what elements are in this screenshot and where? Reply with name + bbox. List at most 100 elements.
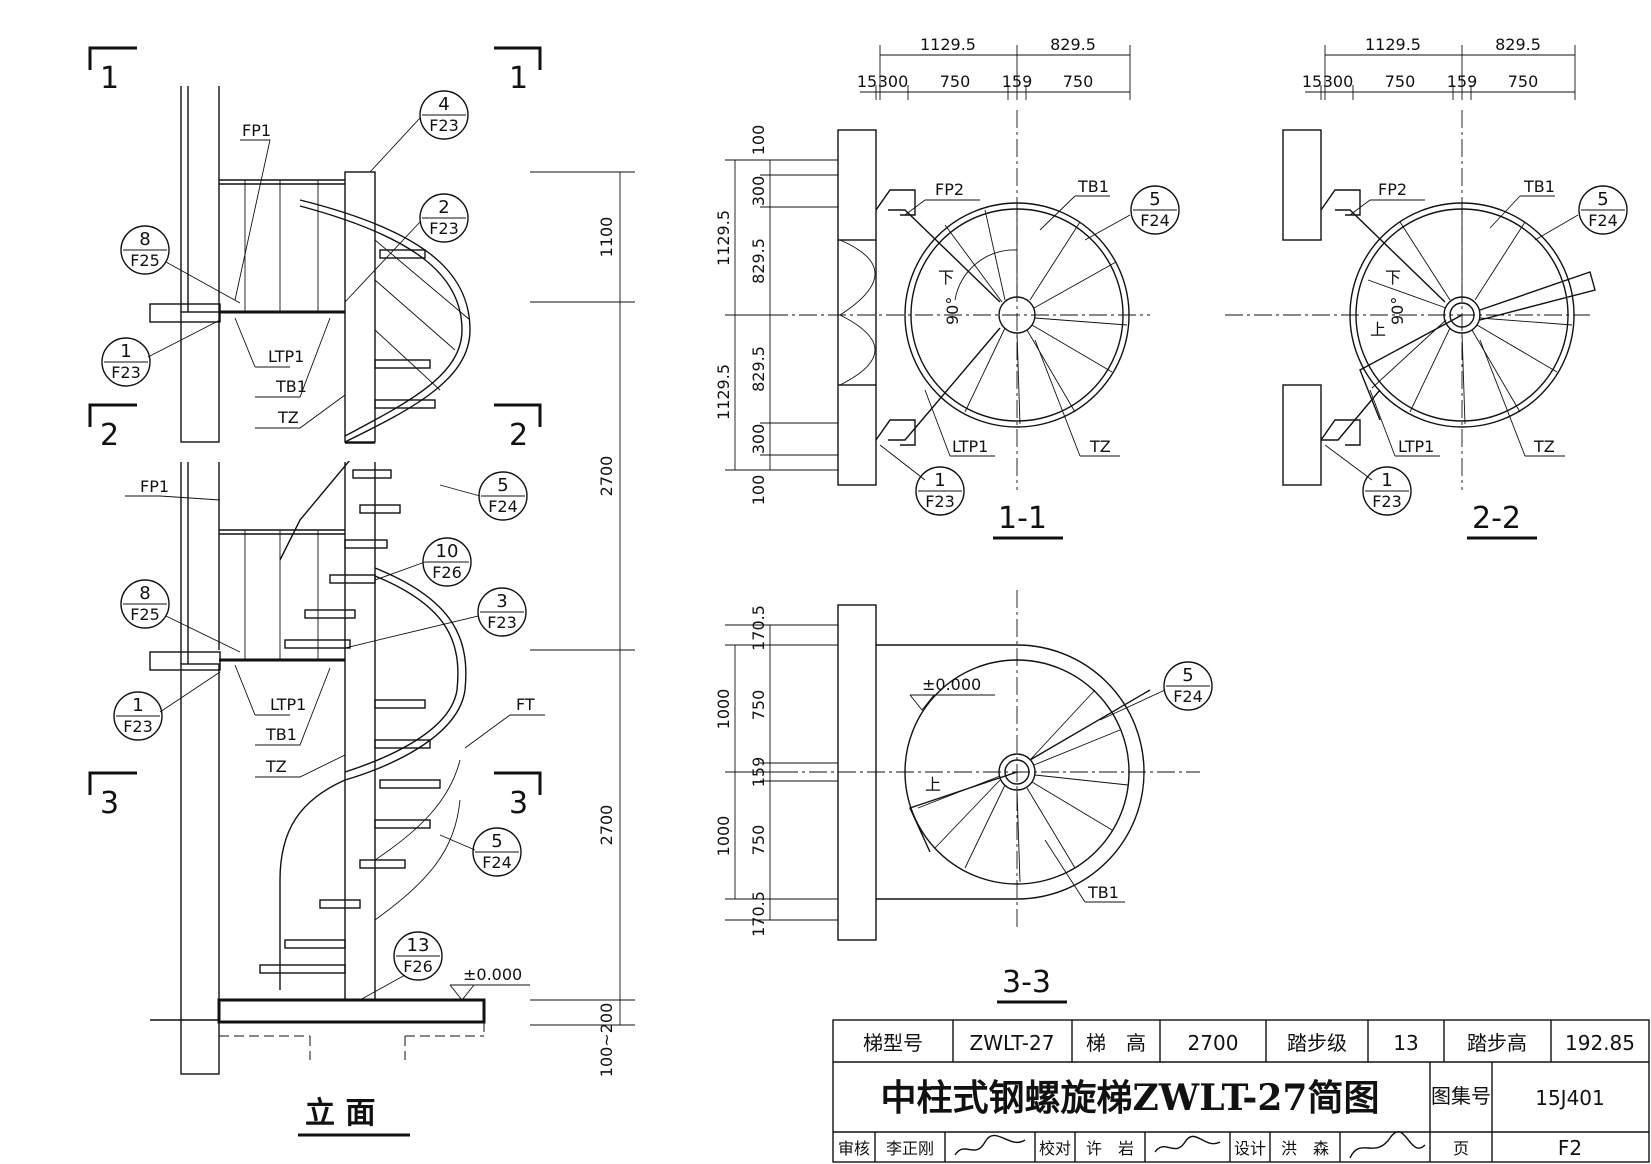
detail-5-number-upper: 5 <box>497 475 508 496</box>
detail-1-page-lower: F23 <box>123 717 153 736</box>
tb-riser-value: 192.85 <box>1565 1031 1635 1055</box>
detail-5-callout-lower: 5 F24 <box>439 827 522 877</box>
detail-4-page: F23 <box>429 116 459 135</box>
central-column-upper <box>344 171 376 443</box>
section-cut-2: 2 2 <box>88 403 542 453</box>
plan-2-2: FP2 TB1 LTP1 TZ 下 上 90° 5 F24 1 F23 <box>1225 35 1628 540</box>
detail-3-page: F23 <box>487 613 517 632</box>
detail-13-callout: 13 F26 <box>359 931 443 1001</box>
p22-dim-15: 15 <box>1302 72 1322 91</box>
detail-1-callout-p22: 1 F23 <box>1324 444 1412 516</box>
p11-label-tb1: TB1 <box>1077 177 1109 196</box>
elev-ground: ±0.000 <box>463 965 522 984</box>
p22-dim-1129: 1129.5 <box>1365 35 1421 54</box>
label-tz-lower: TZ <box>265 757 287 776</box>
label-tz-upper: TZ <box>277 408 299 427</box>
dim-2700-lower: 2700 <box>597 805 616 846</box>
p22-label-up: 上 <box>1370 320 1386 339</box>
p11-side-300a: 300 <box>749 176 768 207</box>
p11-detail-1-page: F23 <box>925 492 955 511</box>
p22-label-fp2: FP2 <box>1378 180 1407 199</box>
tb-height-value: 2700 <box>1188 1031 1239 1055</box>
p11-dim-1129: 1129.5 <box>920 35 976 54</box>
plan-3-3: 上 TB1 ±0.000 5 F24 170.5 750 1000 159 75… <box>714 590 1213 1004</box>
tb-review-signature <box>954 1134 1026 1156</box>
detail-5-number-lower: 5 <box>491 831 502 852</box>
detail-1-page-upper: F23 <box>111 363 141 382</box>
p33-dim-170b: 170.5 <box>749 891 768 937</box>
tb-atlas-value: 15J401 <box>1535 1086 1605 1110</box>
p11-label-down: 下 <box>938 268 954 287</box>
tb-type-value: ZWLT-27 <box>970 1031 1055 1055</box>
wall-upper <box>180 311 220 443</box>
detail-8-number-lower: 8 <box>139 583 150 604</box>
p33-label-up: 上 <box>925 775 941 794</box>
detail-1-number-lower: 1 <box>132 695 143 716</box>
floor-slab-upper <box>149 303 221 323</box>
tb-type-label: 梯型号 <box>863 1031 923 1055</box>
detail-1-callout-lower: 1 F23 <box>113 671 221 741</box>
p11-side-100a: 100 <box>749 125 768 156</box>
p11-dim-159: 159 <box>1002 72 1033 91</box>
detail-3-number: 3 <box>496 591 507 612</box>
detail-5-page-lower: F24 <box>482 853 512 872</box>
p11-label-90: 90° <box>943 297 962 325</box>
cut-3-right: 3 <box>509 786 528 821</box>
label-ltp1-lower: LTP1 <box>270 695 306 714</box>
detail-5-callout-p33: 5 F24 <box>1099 661 1213 721</box>
tb-steps-label: 踏步级 <box>1287 1031 1347 1055</box>
p33-detail-5-number: 5 <box>1182 665 1193 686</box>
label-tb1-lower: TB1 <box>265 725 297 744</box>
p11-side-300b: 300 <box>749 424 768 455</box>
tb-review-name: 李正刚 <box>886 1139 934 1158</box>
p22-label-tb1: TB1 <box>1523 177 1555 196</box>
tb-riser-label: 踏步高 <box>1467 1031 1527 1055</box>
p22-dim-159: 159 <box>1447 72 1478 91</box>
title-elevation: 立 面 <box>305 1096 375 1131</box>
p33-dim-1000a: 1000 <box>714 689 733 730</box>
p33-label-tb1: TB1 <box>1087 883 1119 902</box>
title-section-1-1: 1-1 <box>998 501 1047 536</box>
p11-dim-829: 829.5 <box>1050 35 1096 54</box>
p33-dim-170a: 170.5 <box>749 605 768 651</box>
detail-13-number: 13 <box>407 935 430 956</box>
detail-1-number-upper: 1 <box>120 341 131 362</box>
detail-5-callout-upper: 5 F24 <box>439 471 528 521</box>
p22-label-down: 下 <box>1385 268 1401 287</box>
p11-side-100b: 100 <box>749 475 768 506</box>
detail-5-callout-p22: 5 F24 <box>1534 185 1628 241</box>
p33-elev: ±0.000 <box>922 675 981 694</box>
label-tb1-upper: TB1 <box>275 377 307 396</box>
p11-detail-1-number: 1 <box>934 470 945 491</box>
detail-8-page-upper: F25 <box>130 251 160 270</box>
p22-detail-1-number: 1 <box>1381 470 1392 491</box>
detail-5-callout-p11: 5 F24 <box>1084 185 1180 241</box>
tb-steps-value: 13 <box>1393 1031 1418 1055</box>
detail-2-page: F23 <box>429 219 459 238</box>
dim-1100: 1100 <box>597 217 616 258</box>
tb-drawing-title: 中柱式钢螺旋梯ZWLT-27简图 <box>881 1077 1380 1119</box>
p11-label-ltp1: LTP1 <box>952 437 988 456</box>
detail-4-callout: 4 F23 <box>369 90 469 173</box>
p22-dim-750b: 750 <box>1508 72 1539 91</box>
tb-review-label: 审核 <box>838 1139 870 1158</box>
detail-1-callout-p11: 1 F23 <box>879 444 965 516</box>
p22-detail-5-page: F24 <box>1588 211 1618 230</box>
tb-design-label: 设计 <box>1234 1139 1266 1158</box>
p33-detail-5-page: F24 <box>1173 687 1203 706</box>
detail-10-page: F26 <box>432 563 462 582</box>
detail-8-page-lower: F25 <box>130 605 160 624</box>
elevation-view: 1 1 2 2 3 3 FP1 LTP1 TB1 TZ FP1 LTP1 <box>88 46 635 1137</box>
plan-1-1: FP2 TB1 LTP1 TZ 下 90° 5 F24 1 F23 <box>714 35 1180 540</box>
p33-dim-1000b: 1000 <box>714 816 733 857</box>
dim-2700-upper: 2700 <box>597 456 616 497</box>
detail-8-callout-lower: 8 F25 <box>120 579 241 653</box>
elevation-steps <box>259 249 441 974</box>
plan-2-2-treads <box>1367 203 1573 425</box>
tb-atlas-label: 图集号 <box>1431 1084 1491 1108</box>
p11-side-1129b: 1129.5 <box>714 364 733 420</box>
section-cut-3: 3 3 <box>88 771 542 821</box>
floor-slab-middle <box>149 651 221 671</box>
p33-dim-159: 159 <box>749 757 768 788</box>
tb-design-name: 洪 森 <box>1281 1139 1329 1158</box>
